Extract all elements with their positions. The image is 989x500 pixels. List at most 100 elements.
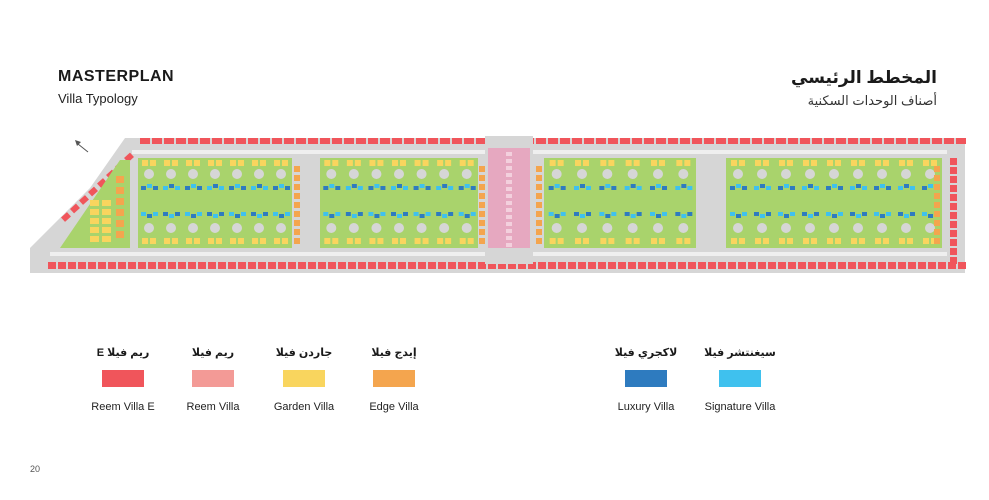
garden-villa-plot [923, 238, 929, 244]
cul-de-sac [627, 223, 638, 233]
garden-villa-plot [549, 160, 556, 166]
signature-villa-plot [374, 184, 380, 188]
garden-villa-plot [238, 238, 244, 244]
signature-villa-plot [910, 212, 915, 216]
cul-de-sac [627, 169, 638, 179]
garden-villa-plot [194, 238, 200, 244]
garden-villa-plot [260, 160, 266, 166]
luxury-villa-plot [928, 214, 933, 218]
signature-villa-plot [560, 212, 566, 216]
garden-villa-plot [923, 160, 929, 166]
reem-villa-e-plot [628, 262, 636, 269]
reem-villa-e-plot [538, 262, 546, 269]
cul-de-sac [210, 223, 220, 233]
cul-de-sac [678, 169, 689, 179]
luxury-villa-plot [413, 186, 419, 190]
signature-villa-plot [436, 212, 442, 216]
luxury-villa-plot [329, 214, 335, 218]
reem-villa-e-plot [278, 262, 286, 269]
reem-villa-e-plot [416, 138, 426, 144]
legend-swatch-reem-villa [192, 370, 234, 387]
signature-villa-plot [169, 184, 174, 188]
edge-villa-plot [934, 229, 940, 235]
garden-villa-plot [676, 238, 683, 244]
luxury-villa-plot [229, 186, 234, 190]
signature-villa-plot [419, 184, 425, 188]
garden-villa-plot [102, 227, 111, 233]
luxury-villa-plot [285, 186, 290, 190]
signature-villa-plot [351, 184, 357, 188]
signature-villa-plot [163, 212, 168, 216]
reem-villa-e-plot [268, 262, 276, 269]
signature-villa-plot [656, 184, 661, 188]
legend-item-reem-villa: ريم فيلا Reem Villa [153, 345, 273, 413]
garden-villa-plot [164, 238, 170, 244]
reem-villa-e-plot [118, 262, 126, 269]
signature-villa-plot [380, 212, 386, 216]
reem-villa-e-plot [718, 262, 726, 269]
edge-villa-plot [479, 166, 485, 172]
edge-villa-plot [116, 220, 124, 227]
garden-villa-plot [811, 238, 817, 244]
reem-villa-e-plot [320, 138, 330, 144]
edge-villa-plot [479, 238, 485, 244]
reem-villa-e-plot [740, 138, 750, 144]
reem-villa-e-plot [61, 212, 71, 222]
reem-villa-e-plot [560, 138, 570, 144]
garden-villa-plot [608, 238, 615, 244]
edge-villa-plot [116, 231, 124, 238]
garden-villa-plot [625, 238, 632, 244]
reem-villa-e-plot [78, 262, 86, 269]
signature-villa-plot [207, 212, 212, 216]
edge-villa-plot [536, 220, 542, 226]
cul-de-sac [577, 223, 587, 233]
cul-de-sac [733, 169, 743, 179]
reem-villa-e-plot [950, 212, 957, 219]
luxury-villa-plot [345, 186, 351, 190]
cul-de-sac [925, 169, 935, 179]
garden-villa-plot [684, 160, 691, 166]
luxury-villa-plot [425, 186, 431, 190]
reem-villa-e-plot [644, 138, 654, 144]
reem-villa-e-plot [828, 262, 836, 269]
reem-villa-e-plot [478, 262, 486, 269]
luxury-villa-plot [802, 186, 807, 190]
reem-villa-e-plot [224, 138, 234, 144]
edge-villa-plot [479, 220, 485, 226]
luxury-villa-plot [403, 186, 408, 190]
edge-villa-plot [536, 202, 542, 208]
cul-de-sac [678, 223, 689, 233]
luxury-villa-plot [681, 214, 687, 218]
cul-de-sac [602, 169, 613, 179]
reem-villa-e-plot [956, 138, 966, 144]
garden-villa-plot [651, 160, 657, 166]
garden-villa-plot [230, 238, 236, 244]
garden-villa-plot [150, 238, 156, 244]
edge-villa-plot [479, 175, 485, 181]
reem-villa-e-plot [218, 262, 226, 269]
signature-villa-plot [191, 184, 196, 188]
reem-villa-e-plot [692, 138, 702, 144]
garden-villa-plot [252, 160, 258, 166]
reem-villa-e-plot [608, 138, 618, 144]
amenity-path [506, 173, 512, 177]
garden-villa-plot [90, 227, 99, 233]
edge-villa-plot [934, 184, 940, 190]
edge-villa-plot [294, 175, 300, 181]
luxury-villa-plot [850, 186, 855, 190]
luxury-villa-plot [784, 214, 789, 218]
signature-villa-plot [413, 212, 419, 216]
signature-villa-plot [425, 212, 431, 216]
reem-villa-e-plot [908, 138, 918, 144]
signature-villa-plot [458, 212, 464, 216]
luxury-villa-plot [141, 186, 146, 190]
cul-de-sac [276, 169, 286, 179]
luxury-villa-plot [397, 214, 402, 218]
reem-villa-e-plot [260, 138, 270, 144]
cul-de-sac [394, 169, 404, 179]
reem-villa-e-plot [332, 138, 342, 144]
garden-villa-plot [851, 238, 857, 244]
cul-de-sac [416, 169, 427, 179]
amenity-path [506, 166, 512, 170]
cul-de-sac [901, 169, 911, 179]
